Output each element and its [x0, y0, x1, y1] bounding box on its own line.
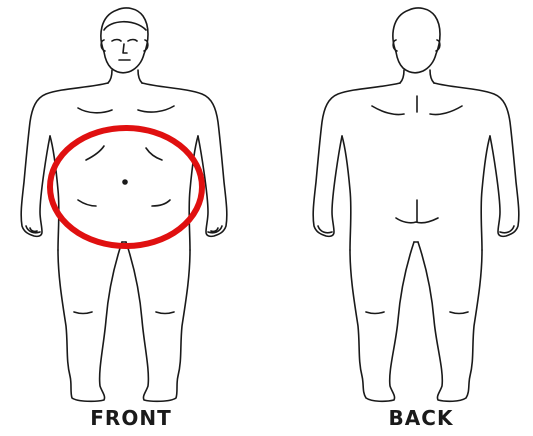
- front-eye-right: [128, 40, 137, 42]
- front-abdomen-right: [146, 148, 162, 160]
- front-hip-left: [78, 200, 96, 206]
- back-knee-left: [366, 312, 384, 314]
- front-head: [101, 8, 148, 73]
- front-hairline: [104, 22, 146, 30]
- back-neck-left: [400, 70, 404, 83]
- front-ear-left: [101, 40, 105, 51]
- abdomen-highlight-circle: [50, 128, 202, 246]
- front-left-arm: [21, 83, 108, 236]
- front-abdomen-left: [86, 146, 104, 160]
- front-chest-left: [78, 108, 112, 113]
- front-hip-right: [152, 200, 170, 206]
- back-right-leg: [418, 242, 482, 401]
- front-neck-left: [108, 70, 112, 83]
- front-left-leg: [58, 242, 122, 401]
- front-eye-left: [112, 40, 121, 42]
- back-knee-right: [450, 312, 468, 314]
- back-label: BACK: [351, 406, 491, 430]
- back-right-torso: [481, 136, 490, 250]
- back-left-arm: [313, 83, 400, 236]
- front-knee-right: [156, 312, 174, 314]
- back-right-arm: [434, 83, 519, 236]
- back-neck-right: [430, 70, 434, 83]
- front-knee-left: [74, 312, 92, 314]
- front-chest-right: [138, 106, 174, 112]
- front-right-leg: [126, 242, 190, 401]
- front-label: FRONT: [61, 406, 201, 430]
- front-right-hand: [208, 226, 222, 233]
- front-nose: [123, 44, 127, 53]
- back-left-hand: [318, 226, 332, 233]
- back-right-hand: [500, 226, 514, 233]
- back-scapula-left: [372, 106, 404, 115]
- back-head: [393, 8, 440, 73]
- front-neck-right: [138, 70, 142, 83]
- front-navel: [123, 180, 127, 184]
- back-ear-left: [393, 40, 397, 51]
- front-right-arm: [142, 83, 227, 236]
- back-scapula-right: [430, 106, 462, 115]
- back-left-leg: [350, 242, 414, 401]
- back-left-torso: [342, 136, 351, 250]
- front-left-hand: [26, 226, 40, 233]
- back-figure: [313, 8, 519, 401]
